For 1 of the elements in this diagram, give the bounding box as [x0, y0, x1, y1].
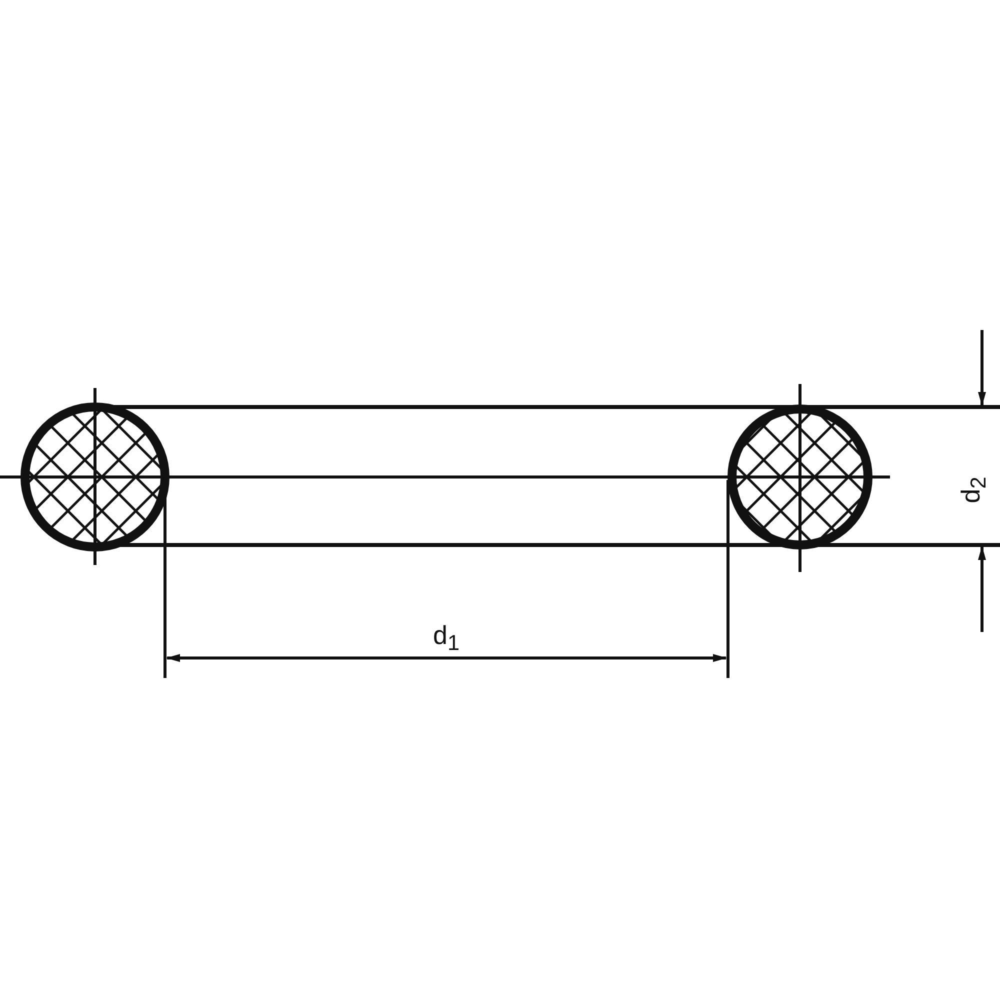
dimension-label: d$_{1}$	[433, 622, 460, 654]
